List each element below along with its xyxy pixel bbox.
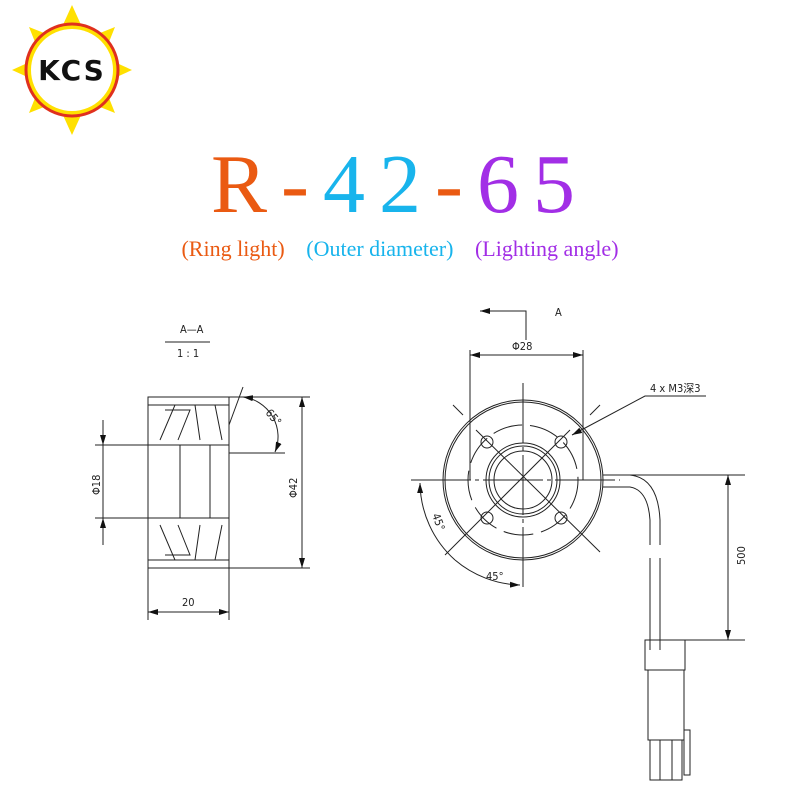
section-label: A—A xyxy=(180,323,204,336)
section-mark-a: A xyxy=(555,306,562,319)
section-view xyxy=(95,341,310,620)
angle-65: 65° xyxy=(263,407,284,429)
subtitle-outer-diameter: (Outer diameter) xyxy=(306,236,454,261)
subtitle-lighting-angle: (Lighting angle) xyxy=(474,236,619,261)
dim-length: 20 xyxy=(182,596,195,609)
cable-length: 500 xyxy=(735,546,748,565)
model-title: R-42-65 xyxy=(0,135,800,235)
dim-inner: Φ18 xyxy=(90,475,103,495)
svg-text:KCS: KCS xyxy=(38,54,106,87)
title-r: R xyxy=(211,138,282,231)
connector xyxy=(644,639,686,671)
title-dash: - xyxy=(281,138,324,231)
angle-45-left: 45° xyxy=(429,512,447,533)
dim-outer: Φ42 xyxy=(287,478,300,498)
front-view xyxy=(411,308,745,781)
angle-45-bottom: 45° xyxy=(486,570,504,583)
section-scale: 1 : 1 xyxy=(177,347,199,360)
title-angle: 65 xyxy=(477,138,589,231)
subtitle-ring-light: (Ring light) xyxy=(181,236,285,261)
dim-bolt-circle: Φ28 xyxy=(512,340,532,353)
holes-note: 4 x M3深3 xyxy=(650,382,701,395)
title-diameter: 42 xyxy=(323,138,436,231)
kcs-logo: KCS xyxy=(12,5,132,135)
subtitles: (Ring light) (Outer diameter) (Lighting … xyxy=(0,236,800,262)
title-dash: - xyxy=(435,138,477,231)
